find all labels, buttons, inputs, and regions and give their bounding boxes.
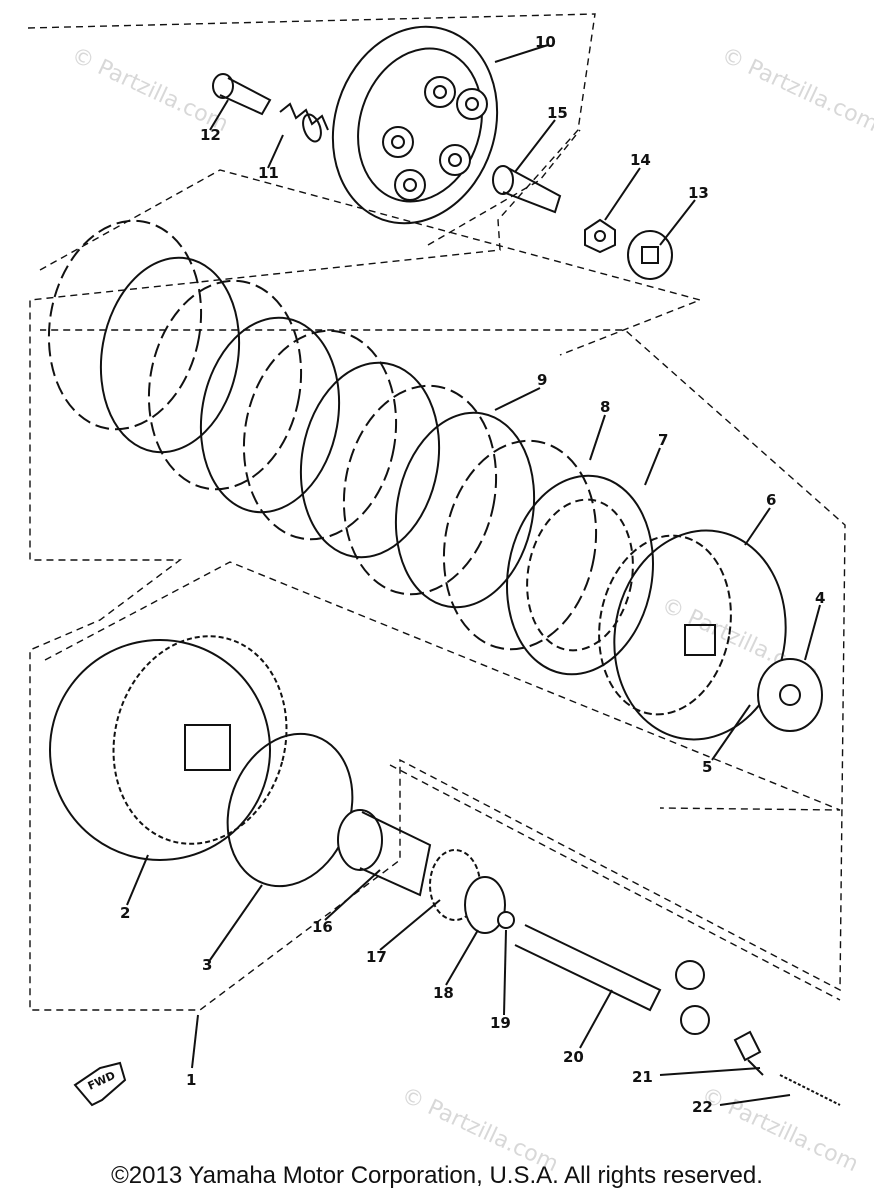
clutch-boss — [598, 529, 787, 741]
watermarks: © Partzilla.com © Partzilla.com © Partzi… — [67, 43, 874, 1177]
watermark: © Partzilla.com — [717, 43, 874, 137]
part-label-21: 21 — [632, 1068, 653, 1086]
part-label-4: 4 — [815, 589, 825, 607]
assembly-frames — [27, 13, 846, 1011]
friction-plates — [47, 219, 655, 676]
part-label-13: 13 — [688, 184, 709, 202]
copyright-notice: ©2013 Yamaha Motor Corporation, U.S.A. A… — [111, 1162, 763, 1189]
push-lever — [675, 960, 764, 1076]
clutch-spring — [279, 102, 329, 143]
frame-hub — [44, 561, 841, 811]
clutch-bolt — [212, 73, 272, 116]
pressure-plate — [331, 25, 499, 225]
part-label-11: 11 — [258, 164, 279, 182]
part-label-6: 6 — [766, 491, 776, 509]
watermark: © Partzilla.com — [67, 43, 231, 137]
leader-lines — [126, 44, 821, 1106]
part-label-2: 2 — [120, 904, 130, 922]
part-label-10: 10 — [535, 33, 556, 51]
frame-pressure-plate — [427, 129, 581, 246]
frame-outer — [27, 13, 846, 1011]
part-label-22: 22 — [692, 1098, 713, 1116]
part-label-3: 3 — [202, 956, 212, 974]
part-label-7: 7 — [658, 431, 668, 449]
frame-plates — [39, 169, 703, 356]
clutch-housing — [49, 635, 288, 861]
push-lever-group — [337, 809, 662, 1012]
part-label-14: 14 — [630, 151, 651, 169]
frame-pushrod — [389, 764, 841, 1001]
lock-nut — [584, 218, 616, 254]
part-label-15: 15 — [547, 104, 568, 122]
part-label-19: 19 — [490, 1014, 511, 1032]
part-label-12: 12 — [200, 126, 221, 144]
fwd-arrow-icon: FWD — [73, 1061, 127, 1107]
adjust-screw — [779, 1074, 841, 1106]
part-label-5: 5 — [702, 758, 712, 776]
push-rod-short — [492, 165, 562, 214]
thrust-plate — [757, 658, 823, 732]
part-labels: 10 15 14 13 11 12 9 8 7 6 4 5 2 3 16 17 … — [120, 33, 825, 1116]
part-label-17: 17 — [366, 948, 387, 966]
part-label-8: 8 — [600, 398, 610, 416]
part-label-1: 1 — [186, 1071, 196, 1089]
o-ring — [226, 732, 354, 888]
part-label-18: 18 — [433, 984, 454, 1002]
part-label-9: 9 — [537, 371, 547, 389]
part-label-16: 16 — [312, 918, 333, 936]
part-label-20: 20 — [563, 1048, 584, 1066]
